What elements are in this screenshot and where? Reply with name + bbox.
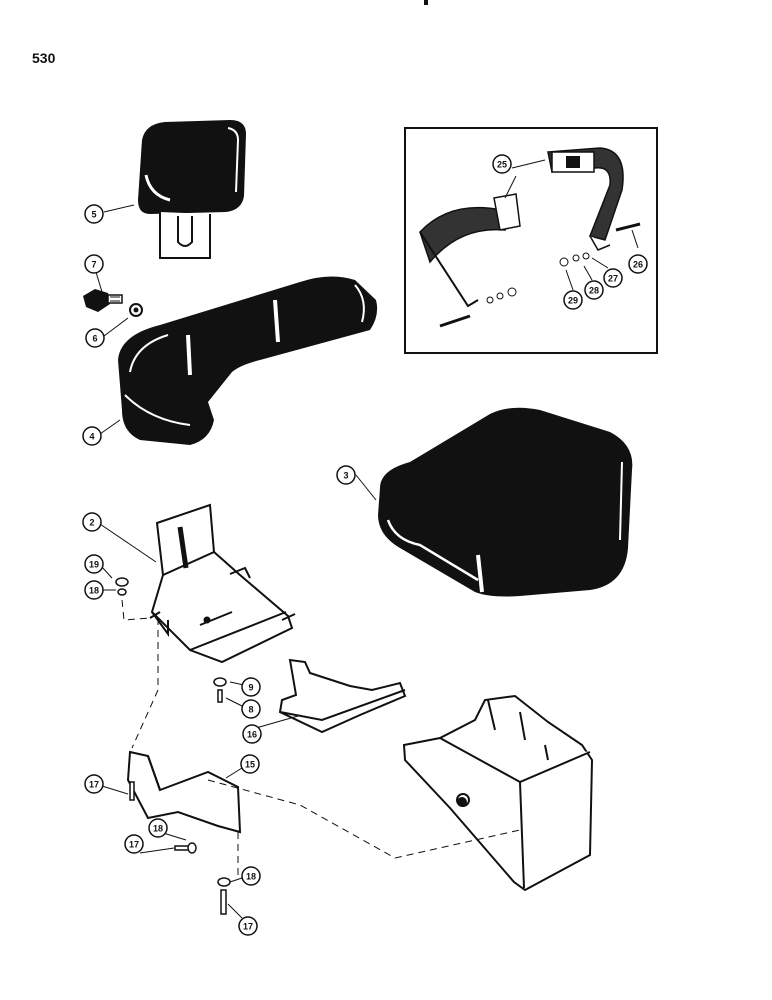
- svg-text:26: 26: [633, 260, 643, 270]
- callout-29: 29: [563, 290, 583, 310]
- svg-text:2: 2: [89, 518, 94, 528]
- page-number: 530: [32, 50, 56, 66]
- callout-4: 4: [82, 426, 102, 446]
- armrest-pad: [138, 120, 246, 259]
- svg-text:3: 3: [343, 471, 348, 481]
- svg-text:17: 17: [89, 780, 99, 790]
- callout-5: 5: [84, 204, 104, 224]
- seat-cushion: [378, 407, 633, 597]
- assembly-dashed-lines: [121, 599, 521, 880]
- svg-text:18: 18: [153, 824, 163, 834]
- svg-text:18: 18: [246, 872, 256, 882]
- callout-17: 17: [124, 834, 144, 854]
- svg-text:8: 8: [248, 705, 253, 715]
- callout-18: 18: [84, 580, 104, 600]
- svg-text:6: 6: [92, 334, 97, 344]
- callout-17: 17: [84, 774, 104, 794]
- svg-text:25: 25: [497, 160, 507, 170]
- callout-28: 28: [584, 280, 604, 300]
- callout-17: 17: [238, 916, 258, 936]
- support-bracket: [126, 750, 242, 834]
- callout-8: 8: [241, 699, 261, 719]
- svg-text:16: 16: [247, 730, 257, 740]
- adjustment-knob: [83, 289, 123, 312]
- seat-belt: [419, 147, 641, 328]
- seat-bracket: [149, 503, 296, 664]
- seat-belt-inset-frame: [404, 127, 658, 354]
- callout-19: 19: [84, 554, 104, 574]
- callout-25: 25: [492, 154, 512, 174]
- callout-26: 26: [628, 254, 648, 274]
- svg-text:27: 27: [608, 274, 618, 284]
- callout-27: 27: [603, 268, 623, 288]
- seat-base: [402, 694, 594, 892]
- callout-15: 15: [240, 754, 260, 774]
- callout-16: 16: [242, 724, 262, 744]
- callout-3: 3: [336, 465, 356, 485]
- svg-text:19: 19: [89, 560, 99, 570]
- svg-text:18: 18: [89, 586, 99, 596]
- callout-6: 6: [85, 328, 105, 348]
- callout-18: 18: [148, 818, 168, 838]
- svg-text:4: 4: [89, 432, 94, 442]
- callout-18: 18: [241, 866, 261, 886]
- svg-text:7: 7: [91, 260, 96, 270]
- callout-2: 2: [82, 512, 102, 532]
- svg-text:5: 5: [91, 210, 96, 220]
- mounting-plate: [278, 658, 407, 734]
- svg-text:17: 17: [243, 922, 253, 932]
- svg-text:15: 15: [245, 760, 255, 770]
- knob-nut: [129, 303, 143, 317]
- bracket-hardware: [115, 577, 231, 915]
- svg-text:17: 17: [129, 840, 139, 850]
- backrest-cushion: [118, 276, 378, 445]
- callout-7: 7: [84, 254, 104, 274]
- svg-text:29: 29: [568, 296, 578, 306]
- svg-text:28: 28: [589, 286, 599, 296]
- svg-text:9: 9: [248, 683, 253, 693]
- callout-9: 9: [241, 677, 261, 697]
